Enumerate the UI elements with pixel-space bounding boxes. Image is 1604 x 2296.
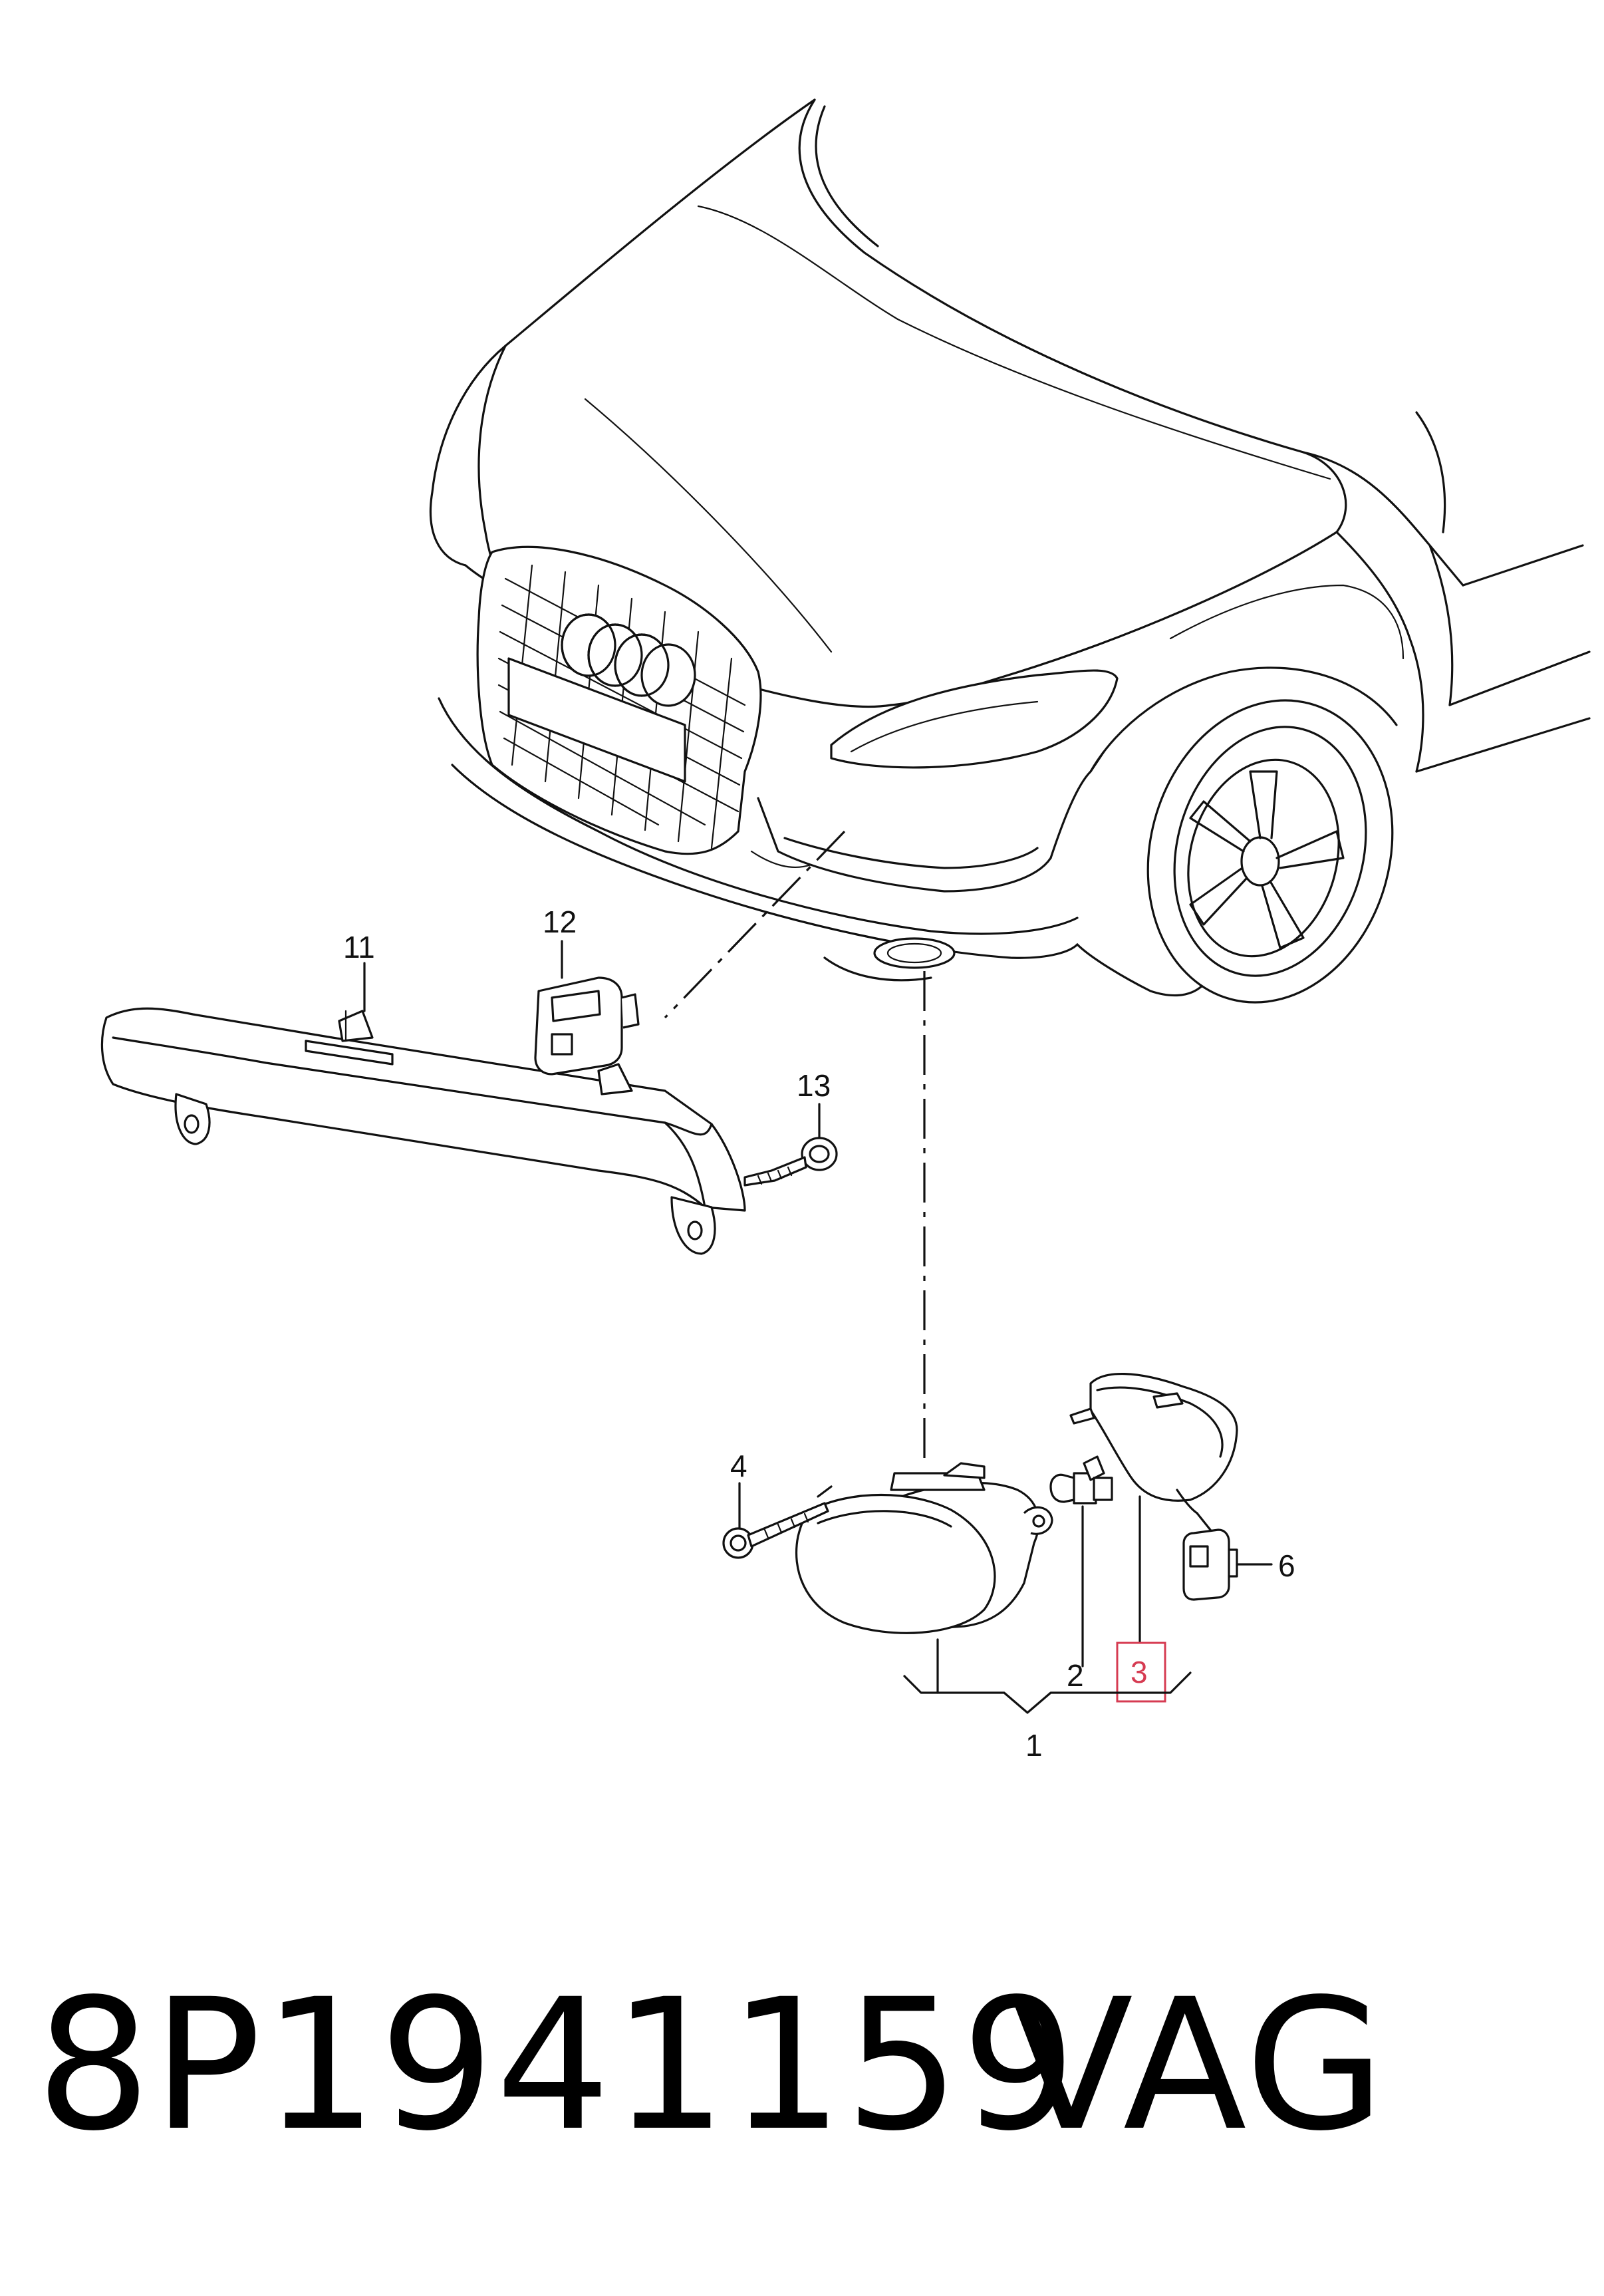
callout-13: 13	[797, 1068, 831, 1103]
callout-3: 3	[1131, 1655, 1148, 1689]
part-12-connector	[534, 976, 640, 1076]
part-3-wiring-cover	[1069, 1372, 1238, 1514]
part-number: 8P1941159	[36, 1961, 1078, 2171]
callout-11: 11	[343, 930, 375, 964]
part-11-trim-strip	[100, 1007, 746, 1255]
wheel-spokes	[1189, 770, 1345, 949]
callout-1: 1	[1025, 1728, 1043, 1763]
part-4-screw	[722, 1502, 829, 1559]
callout-3-highlight-box	[1116, 1642, 1166, 1703]
part-2-bulb	[1049, 1455, 1113, 1505]
car-front-illustration	[429, 98, 1591, 1004]
callout-bracket-1	[903, 1638, 1192, 1714]
part-13-screw	[743, 1137, 838, 1187]
leader-line-11	[664, 830, 846, 1019]
callout-6: 6	[1278, 1548, 1295, 1583]
callout-2: 2	[1067, 1658, 1084, 1693]
caption-bar: 8P1941159 VAG	[0, 1949, 1604, 2215]
callout-4: 4	[730, 1449, 747, 1483]
brand-name: VAG	[1009, 1961, 1387, 2171]
four-rings-logo	[561, 613, 696, 707]
part-1-fog-light	[795, 1462, 1053, 1634]
part-6-connector	[1182, 1512, 1238, 1601]
callout-12: 12	[543, 905, 577, 939]
